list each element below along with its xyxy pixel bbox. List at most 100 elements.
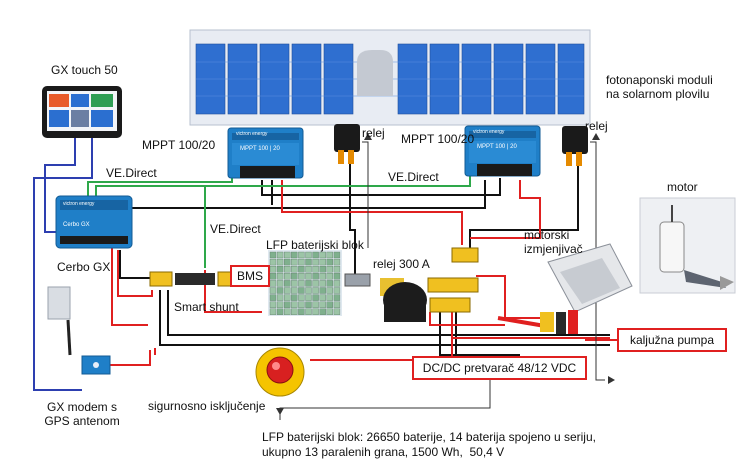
battery-cell [298,294,305,301]
kaljuzna-pumpa-label: kaljužna pumpa [617,328,727,352]
fuse-block [429,247,479,313]
lfp-battery-block [268,250,342,316]
battery-cell [284,273,291,280]
vedirect-label-1: VE.Direct [106,166,157,180]
battery-cell [298,258,305,266]
battery-cell [276,294,284,301]
battery-cell [305,258,312,266]
battery-cell [284,266,291,273]
battery-cell [326,294,333,301]
battery-cell [312,294,319,301]
battery-cell [269,301,277,308]
battery-cell [291,266,298,273]
battery-cell [326,251,333,259]
battery-cell [333,258,341,266]
battery-cell [298,251,305,259]
battery-cell [305,251,312,259]
battery-cell [333,280,341,287]
mppt-left-brand: victron energy [236,131,268,137]
battery-cell [284,280,291,287]
battery-cell [276,301,284,308]
battery-spec-footnote: LFP baterijski blok: 26650 baterije, 14 … [262,430,596,459]
solar-panel-array [189,29,591,126]
battery-cell [298,301,305,308]
gx-touch-display [42,86,122,138]
battery-cell [269,308,277,315]
lfp-block-label: LFP baterijski blok [266,238,364,252]
gx-touch-label: GX touch 50 [51,63,118,77]
mppt-left-label: MPPT 100/20 [142,138,216,152]
cerbo-gx-device [55,195,133,249]
battery-cell [269,258,277,266]
battery-cell [276,251,284,259]
pv-relay-right [562,126,588,166]
relay-300a-device [344,273,479,322]
battery-cell [319,301,326,308]
emergency-stop-label: sigurnosno isključenje [148,399,266,413]
battery-cell [305,273,312,280]
battery-cell [291,287,298,294]
battery-cell [319,294,326,301]
battery-cell [269,280,277,287]
cerbo-brand: victron energy [63,201,95,207]
battery-cell [276,287,284,294]
vedirect-label-2: VE.Direct [388,170,439,184]
battery-cell [291,258,298,266]
battery-cell [326,258,333,266]
motor-inverter-device [540,243,633,334]
battery-cell [269,294,277,301]
battery-cell [276,273,284,280]
battery-cell [269,266,277,273]
battery-cell [269,251,277,259]
battery-cell [284,251,291,259]
motor-label: motor [667,180,698,194]
battery-cell [319,287,326,294]
battery-cell [276,266,284,273]
motor-inverter-label: motorski izmjenjivač [524,228,583,256]
relej-left-label: relej [362,126,385,140]
gx-modem-label: GX modem s GPS antenom [44,400,120,428]
mppt-right-brand: victron energy [473,129,505,135]
relej-300-label: relej 300 A [373,257,430,271]
battery-cell [312,280,319,287]
cerbo-name: Cerbo GX [63,222,90,228]
battery-cell [326,266,333,273]
emergency-stop-button [255,347,305,397]
battery-cell [305,308,312,315]
battery-cell [312,251,319,259]
battery-cell [291,273,298,280]
battery-cell [305,301,312,308]
battery-cell [333,301,341,308]
battery-cell [298,308,305,315]
battery-cell [326,301,333,308]
battery-cell [326,308,333,315]
battery-cell [319,308,326,315]
battery-cell [298,273,305,280]
battery-cell [284,294,291,301]
battery-cell [298,287,305,294]
battery-cell [284,287,291,294]
battery-cell [269,287,277,294]
battery-cell [319,280,326,287]
battery-cell [312,308,319,315]
signal-arrows [276,133,615,415]
mppt-left-model: MPPT 100 | 20 [240,146,280,152]
battery-cell [305,266,312,273]
pv-modules-label: fotonaponski moduli na solarnom plovilu [606,73,713,101]
battery-cell [312,273,319,280]
mppt-right-device [464,125,541,177]
battery-cell [326,287,333,294]
relej-right-label: relej [585,119,608,133]
smart-shunt-device [149,271,241,287]
battery-cell [305,287,312,294]
battery-cell [326,273,333,280]
pv-relay-left [334,124,360,164]
battery-cell [312,258,319,266]
mppt-right-label: MPPT 100/20 [401,132,475,146]
battery-cell [276,258,284,266]
battery-cell [291,294,298,301]
battery-cell [312,266,319,273]
battery-cell [284,301,291,308]
